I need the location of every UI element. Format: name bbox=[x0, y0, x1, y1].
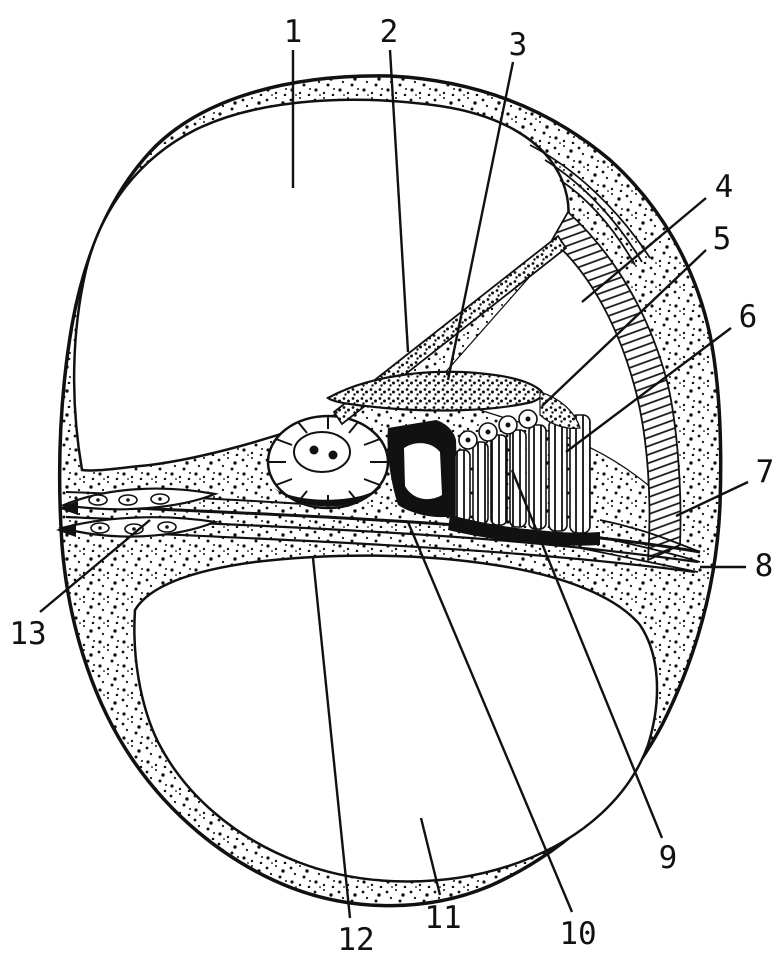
leader-line-7 bbox=[675, 480, 749, 518]
leader-line-13 bbox=[39, 519, 151, 613]
leader-lines bbox=[39, 49, 749, 919]
label-5: 5 bbox=[713, 221, 732, 257]
lamina-cell-nuclei bbox=[96, 497, 169, 531]
corti-base-dark bbox=[448, 515, 600, 546]
label-2: 2 bbox=[380, 14, 399, 50]
label-13: 13 bbox=[9, 616, 46, 652]
label-3: 3 bbox=[509, 27, 528, 63]
label-12: 12 bbox=[337, 922, 374, 958]
limbus-nucleus bbox=[309, 445, 319, 455]
label-9: 9 bbox=[659, 840, 678, 876]
leader-line-5 bbox=[541, 249, 707, 407]
hensen-cell-mottle bbox=[539, 391, 581, 429]
leader-line-6 bbox=[565, 327, 732, 453]
limbus-inner-cell bbox=[293, 431, 351, 473]
label-1: 1 bbox=[284, 14, 303, 50]
lamina-cells bbox=[88, 493, 177, 535]
tunnel-of-corti bbox=[404, 443, 442, 500]
label-4: 4 bbox=[715, 169, 734, 205]
limbus-radial-ticks bbox=[268, 416, 388, 508]
spiral-limbus bbox=[266, 414, 390, 510]
hair-cell-nuclei bbox=[458, 409, 538, 450]
spiral-ligament-band bbox=[550, 210, 682, 562]
leader-line-9 bbox=[510, 469, 664, 839]
label-6: 6 bbox=[739, 299, 758, 335]
leader-line-11 bbox=[419, 817, 442, 896]
leader-line-3 bbox=[446, 61, 515, 381]
hair-cell-bars bbox=[454, 414, 591, 534]
leader-line-2 bbox=[388, 49, 410, 353]
limbus-shadow bbox=[274, 486, 382, 507]
leader-line-4 bbox=[581, 197, 707, 303]
labels: 1 2 3 4 5 6 7 8 9 10 11 12 13 bbox=[9, 14, 774, 958]
organ-of-corti bbox=[387, 391, 600, 546]
label-8: 8 bbox=[755, 548, 774, 584]
label-11: 11 bbox=[424, 900, 461, 936]
limbus-nucleus bbox=[328, 450, 338, 460]
ligament-fiber-lines bbox=[529, 144, 701, 573]
leader-line-12 bbox=[311, 557, 352, 919]
leader-line-10 bbox=[406, 521, 574, 913]
label-7: 7 bbox=[756, 454, 775, 490]
scala-vestibuli-chamber bbox=[72, 98, 570, 472]
label-10: 10 bbox=[559, 916, 596, 952]
spiral-lamina-flaps bbox=[56, 487, 220, 538]
scala-tympani-chamber bbox=[133, 554, 659, 883]
